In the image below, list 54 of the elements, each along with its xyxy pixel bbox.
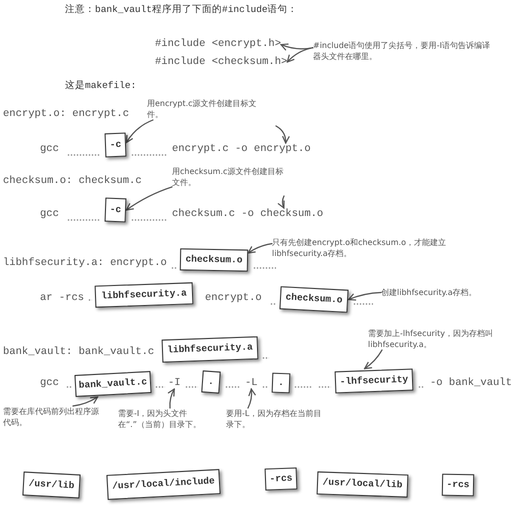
handwritten-note: 要用-L，因为存档在当前目录下。 — [226, 408, 326, 430]
code-text: -I — [168, 377, 181, 389]
answer-magnet: bank_vault.c — [74, 371, 152, 397]
arrow — [168, 388, 175, 409]
arrow — [278, 195, 285, 209]
arrow — [72, 396, 98, 407]
answer-magnet: checksum.o — [180, 248, 248, 272]
handwritten-note: 用checksum.c源文件创建目标文件。 — [172, 166, 290, 188]
instruction-text: 这是makefile: — [65, 80, 136, 92]
arrow — [348, 292, 382, 301]
answer-magnet: -rcs — [442, 474, 474, 496]
code-text: checksum.c -o checksum.o — [172, 208, 324, 220]
answer-magnet: -lhfsecurity — [334, 368, 414, 394]
code-text: ar -rcs — [40, 292, 84, 304]
arrow — [280, 43, 314, 51]
arrow — [126, 186, 173, 211]
handwritten-note: 需要加上-lhfsecurity，因为存档叫libhfsecurity.a。 — [368, 328, 508, 350]
instruction-text: 注意：bank_vault程序用了下面的#include语句： — [65, 4, 298, 16]
handwritten-note: 创建libhfsecurity.a存档。 — [381, 287, 506, 298]
answer-magnet: checksum.o — [279, 286, 349, 313]
arrow — [364, 349, 383, 370]
handwritten-note: 只有先创建encrypt.o和checksum.o，才能建立libhfsecurity.a存档。 — [272, 237, 472, 259]
answer-magnet: -c — [104, 198, 126, 222]
answer-magnet: /usr/local/lib — [316, 471, 408, 498]
answer-magnet: /usr/local/include — [106, 469, 221, 500]
code-text: encrypt.o — [205, 292, 262, 304]
answer-magnet: -c — [104, 132, 126, 158]
answer-magnet: -rcs — [264, 467, 298, 491]
code-text: #include <encrypt.h> — [155, 38, 282, 50]
answer-magnet: /usr/lib — [22, 472, 81, 498]
arrow — [275, 125, 290, 144]
arrow — [248, 243, 273, 254]
answer-magnet: libhfsecurity.a — [94, 282, 194, 308]
handwritten-note: #include语句使用了尖括号，要用-I语句告诉编译器头文件在哪里。 — [313, 40, 495, 62]
code-text: gcc — [40, 208, 59, 220]
code-text: libhfsecurity.a: encrypt.o — [3, 257, 167, 269]
answer-magnet: . — [272, 372, 290, 394]
code-text: encrypt.c -o encrypt.o — [172, 143, 311, 155]
answer-magnet: libhfsecurity.a — [162, 336, 258, 363]
code-text: encrypt.o: encrypt.c — [3, 108, 130, 120]
handwritten-note: 用encrypt.c源文件创建目标文件。 — [147, 98, 265, 120]
arrow — [286, 47, 314, 63]
code-text: gcc — [40, 143, 59, 155]
code-text: checksum.o: checksum.c — [3, 175, 142, 187]
code-text: -o bank_vault — [430, 377, 512, 389]
arrow — [126, 119, 154, 144]
handwritten-note: 需要-I，因为头文件在“.”（当前）目录下。 — [118, 408, 222, 430]
arrow — [247, 388, 256, 409]
code-text: bank_vault: bank_vault.c — [3, 346, 154, 358]
handwritten-note: 需要在库代码前列出程序源代码。 — [3, 406, 103, 428]
code-text: -L — [245, 377, 258, 389]
answer-magnet: . — [201, 370, 221, 394]
code-text: #include <checksum.h> — [155, 56, 288, 68]
code-text: gcc — [40, 377, 59, 389]
